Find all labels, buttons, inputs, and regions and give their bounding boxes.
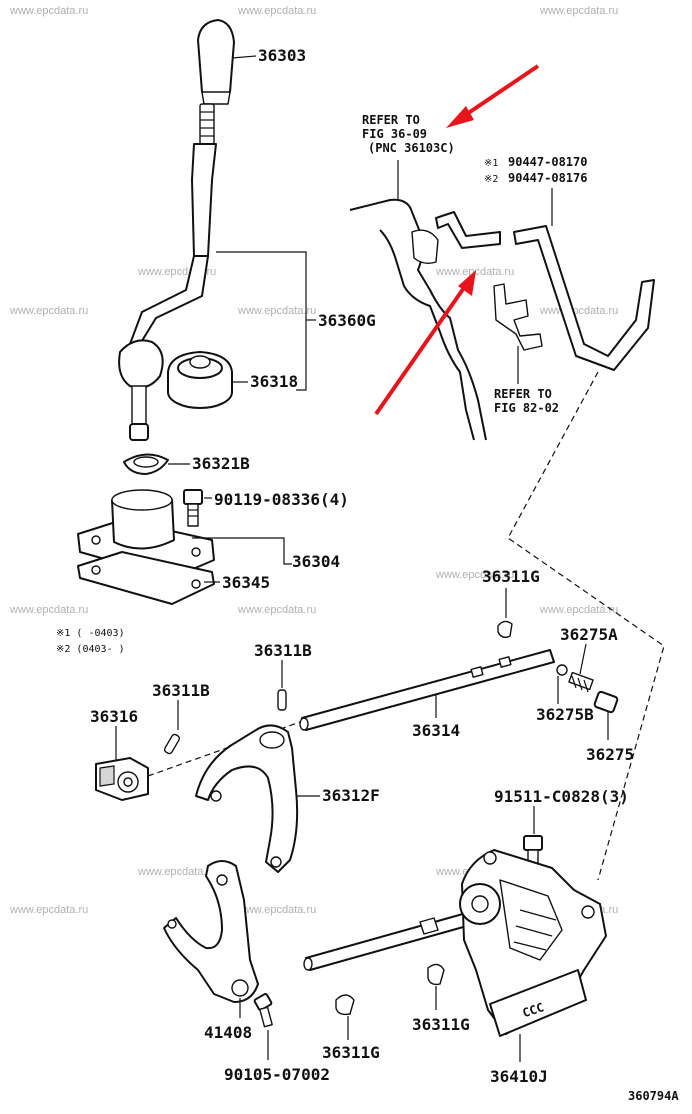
marker-1: ※1 — [484, 158, 498, 169]
note-2: ※2 (0403- ) — [56, 644, 125, 655]
breather-hose — [435, 211, 655, 371]
refer-text: (PNC 36103C) — [368, 141, 455, 155]
lever-retainer — [77, 489, 215, 579]
part-label-36312F: 36312F — [322, 786, 380, 805]
highlight-arrows — [374, 64, 540, 416]
shift-rod — [303, 911, 475, 971]
part-label-41408: 41408 — [204, 1023, 252, 1042]
bolt — [253, 993, 273, 1028]
watermark-text: www.epcdata.ru — [435, 569, 514, 581]
shift-head — [95, 757, 149, 801]
bolt — [523, 835, 543, 867]
part-label-36318: 36318 — [250, 372, 298, 391]
watermark-text: www.epcdata.ru — [237, 904, 316, 916]
detent-spring — [568, 671, 594, 693]
spring-pin — [277, 689, 287, 711]
part-label-91511-C0828: 91511-C0828(3) — [494, 787, 629, 806]
part-label-90105-07002: 90105-07002 — [224, 1065, 330, 1084]
part-label-36304: 36304 — [292, 552, 340, 571]
shift-knob — [197, 19, 235, 105]
snap-ring — [497, 620, 513, 639]
figure-code: 360794A — [628, 1089, 679, 1103]
marker-2: ※2 — [484, 174, 498, 185]
snap-ring — [427, 963, 445, 986]
watermark-text: www.epcdata.ru — [237, 305, 316, 317]
lever-boot — [167, 351, 233, 409]
svg-text:CCC: CCC — [521, 1000, 546, 1020]
watermark-text: www.epcdata.ru — [237, 604, 316, 616]
note-1: ※1 ( -0403) — [56, 628, 125, 639]
watermark-text: www.epcdata.ru — [9, 5, 88, 17]
transmission-case-outline — [349, 198, 487, 441]
hose-clip — [493, 283, 543, 351]
refer-text: REFER TO — [494, 387, 552, 401]
part-label-36360G: 36360G — [318, 311, 376, 330]
refer-text: FIG 36-09 — [362, 127, 427, 141]
part-label-36275: 36275 — [586, 745, 634, 764]
part-label-36345: 36345 — [222, 573, 270, 592]
part-label-36321B: 36321B — [192, 454, 250, 473]
part-label-36311G: 36311G — [322, 1043, 380, 1062]
part-label-36311G: 36311G — [482, 567, 540, 586]
watermark-text: www.epcdata.ru — [9, 904, 88, 916]
shift-fork — [163, 860, 259, 1003]
shift-housing: CCC — [459, 849, 607, 1037]
watermark-text: www.epcdata.ru — [539, 604, 618, 616]
refer-text: FIG 82-02 — [494, 401, 559, 415]
part-label-90119-08336: 90119-08336(4) — [214, 490, 349, 509]
watermark-text: www.epcdata.ru — [539, 5, 618, 17]
watermark-text: www.epcdata.ru — [137, 866, 216, 878]
refer-text: REFER TO — [362, 113, 420, 127]
part-label-90447-08176: 90447-08176 — [508, 171, 587, 185]
shift-lever — [118, 103, 217, 441]
part-label-36314: 36314 — [412, 721, 460, 740]
detent-ball — [556, 664, 568, 676]
spring-pin — [163, 733, 181, 755]
watermark-text: www.epcdata.ru — [9, 604, 88, 616]
part-label-36275A: 36275A — [560, 625, 618, 644]
part-label-90447-08170: 90447-08170 — [508, 155, 587, 169]
detent-plug — [593, 690, 619, 714]
watermark-text: www.epcdata.ru — [237, 5, 316, 17]
part-label-36311G: 36311G — [412, 1015, 470, 1034]
part-label-36311B: 36311B — [152, 681, 210, 700]
shift-rod — [299, 649, 555, 731]
retainer-gasket — [77, 551, 215, 605]
watermark-text: www.epcdata.ru — [539, 305, 618, 317]
part-label-36311B: 36311B — [254, 641, 312, 660]
shift-fork — [195, 724, 299, 873]
bolt — [183, 489, 203, 527]
part-label-36410J: 36410J — [490, 1067, 548, 1086]
part-label-36316: 36316 — [90, 707, 138, 726]
part-label-36275B: 36275B — [536, 705, 594, 724]
part-label-36303: 36303 — [258, 46, 306, 65]
snap-ring — [335, 994, 355, 1016]
snap-ring — [123, 453, 169, 475]
watermark-text: www.epcdata.ru — [9, 305, 88, 317]
